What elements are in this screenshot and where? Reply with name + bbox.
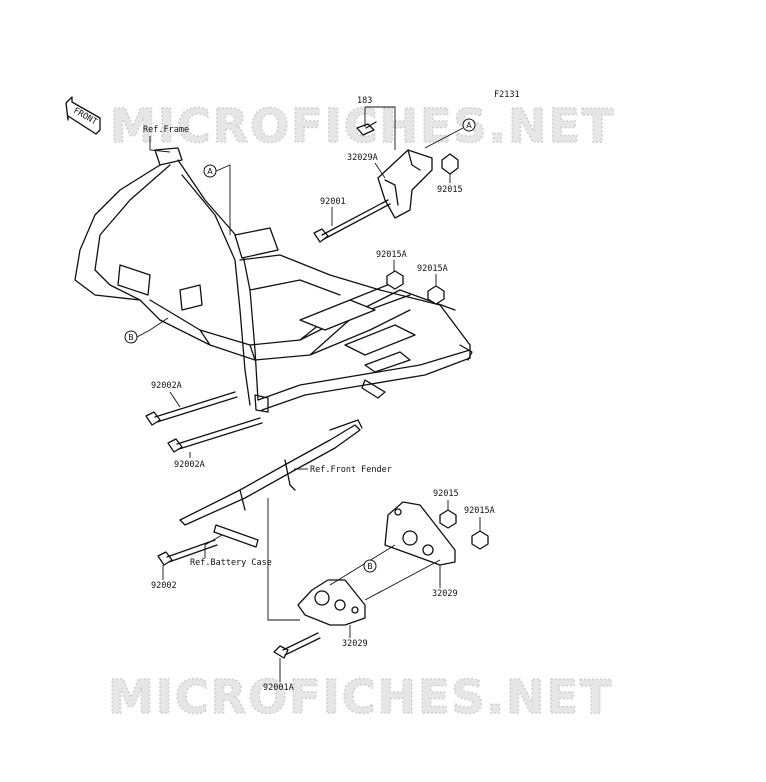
main-frame	[74, 147, 473, 413]
part-32029A-label: 32029A	[347, 153, 378, 163]
callout-a-top-leader	[424, 127, 464, 149]
part-92002A-1-label: 92002A	[151, 381, 182, 391]
watermark-bottom: MICROFICHES.NET	[108, 670, 613, 724]
part-183-label: 183	[357, 96, 372, 106]
part-92015A-1-label: 92015A	[376, 250, 407, 260]
ref-battery-case-label: Ref.Battery Case	[190, 558, 272, 568]
callout-b-plate-circle	[363, 559, 377, 573]
front-arrow-icon: FRONT	[65, 96, 101, 135]
part-92002A-2-label: 92002A	[174, 460, 205, 470]
ref-frame-leader	[149, 136, 171, 153]
part-92015-top-label: 92015	[437, 185, 463, 195]
callout-a-frame-label: A	[207, 167, 213, 176]
part-92001-label: 92001	[320, 197, 346, 207]
ref-frame-label: Ref.Frame	[143, 125, 189, 135]
callout-b-frame-label: B	[128, 333, 134, 342]
plate-32029-right	[384, 501, 456, 566]
part-92002A-1-leader	[169, 391, 181, 408]
top-bracket-assembly	[313, 121, 459, 243]
callout-a-top-circle	[462, 118, 476, 132]
part-32029-right-label: 32029	[432, 589, 458, 599]
callout-b-plate-label: B	[367, 562, 373, 571]
part-92015A-2-label: 92015A	[417, 264, 448, 274]
callout-a-top-label: A	[466, 121, 472, 130]
plate-32029-left	[297, 579, 366, 626]
part-32029-left-label: 32029	[342, 639, 368, 649]
part-32029A-leader	[374, 162, 386, 179]
part-92001A-label: 92001A	[263, 683, 294, 693]
callout-b-frame-leader	[136, 317, 169, 338]
front-fender-stay	[179, 419, 363, 548]
ref-battery-case-leader	[204, 498, 300, 621]
ref-front-fender-label: Ref.Front Fender	[310, 465, 392, 475]
callout-a-frame-leader	[215, 164, 231, 235]
bolt-92002	[157, 539, 218, 566]
nuts-92015A	[386, 270, 445, 305]
plate-leader-lines	[329, 544, 441, 601]
bolt-92001A	[273, 632, 321, 659]
part-92015-low-label: 92015	[433, 489, 459, 499]
bolts-92002A	[145, 391, 263, 453]
part-183-leader	[364, 106, 396, 150]
diagram-code: F2131	[494, 90, 520, 100]
part-92002-label: 92002	[151, 581, 177, 591]
part-92015A-low-label: 92015A	[464, 506, 495, 516]
